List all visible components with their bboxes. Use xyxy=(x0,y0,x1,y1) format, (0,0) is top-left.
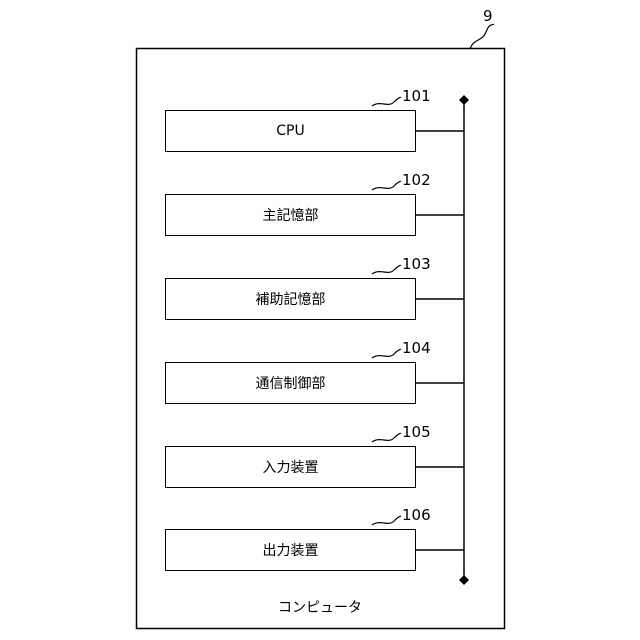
block-label: 主記憶部 xyxy=(263,205,319,225)
ref-leader xyxy=(372,433,401,442)
bus-top-terminal xyxy=(459,95,469,105)
figure-caption: コンピュータ xyxy=(0,597,640,617)
block-ref-number: 105 xyxy=(402,425,431,440)
ref-leader xyxy=(372,265,401,274)
ref-leader xyxy=(372,181,401,190)
communication-control-block: 通信制御部 xyxy=(165,362,416,404)
auxiliary-storage-block: 補助記憶部 xyxy=(165,278,416,320)
block-ref-number: 102 xyxy=(402,173,431,188)
block-label: 入力装置 xyxy=(263,457,319,477)
input-device-block: 入力装置 xyxy=(165,446,416,488)
block-ref-number: 106 xyxy=(402,508,431,523)
ref-leader xyxy=(372,97,401,106)
block-label: 通信制御部 xyxy=(256,373,326,393)
output-device-block: 出力装置 xyxy=(165,529,416,571)
block-ref-number: 104 xyxy=(402,341,431,356)
bus-bottom-terminal xyxy=(459,575,469,585)
block-label: 出力装置 xyxy=(263,540,319,560)
block-label: 補助記憶部 xyxy=(256,289,326,309)
cpu-block: CPU xyxy=(165,110,416,152)
outer-reference-number: 9 xyxy=(483,9,493,24)
main-memory-block: 主記憶部 xyxy=(165,194,416,236)
block-ref-number: 101 xyxy=(402,89,431,104)
block-label: CPU xyxy=(276,123,304,139)
ref-leader xyxy=(372,516,401,525)
block-ref-number: 103 xyxy=(402,257,431,272)
ref-leader xyxy=(372,349,401,358)
outer-ref-leader xyxy=(470,24,494,49)
